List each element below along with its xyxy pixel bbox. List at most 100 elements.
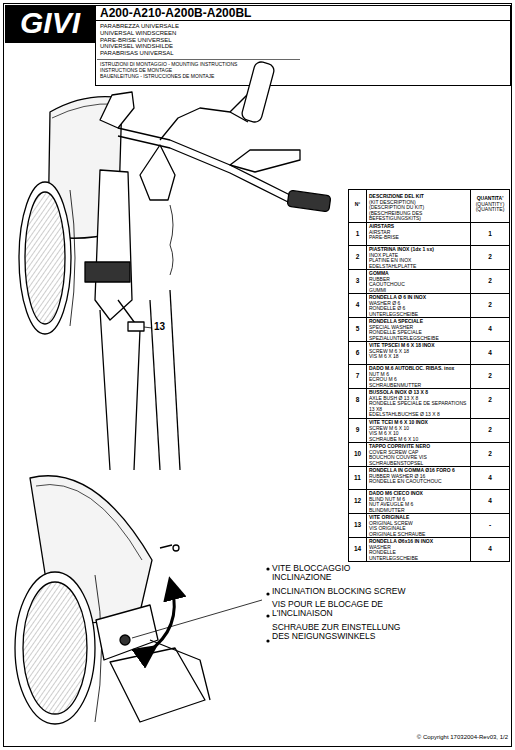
table-cell-text: - bbox=[473, 521, 507, 528]
table-cell: 6 bbox=[348, 341, 367, 365]
page-frame-stroke bbox=[97, 59, 300, 60]
subtitle: PARE-BRISE UNIVERSEL bbox=[100, 37, 340, 44]
handlebar-drawing-stroke bbox=[140, 145, 175, 200]
table-cell: 4 bbox=[348, 293, 367, 318]
copyright: © Copyright 17032004-Rev03, 1/2 bbox=[300, 734, 508, 741]
table-cell-text: (BESCHREIBUNG DES BEFESTIGUNGSKITS) bbox=[369, 211, 468, 222]
title: A200-A210-A200B-A200BL bbox=[100, 7, 500, 20]
table-cell: RONDELLA Ø6x16 IN INOXWASHERRONDELLEUNTE… bbox=[366, 537, 471, 562]
table-cell-text: 7 bbox=[351, 372, 364, 379]
table-cell-text: 9 bbox=[351, 426, 364, 433]
table-header: DESCRIZIONE DEL KIT(KIT DESCRIPTION)(DES… bbox=[366, 189, 471, 223]
note-text: VIS POUR LE BLOCAGE DE L'INCLINAISON bbox=[272, 600, 407, 619]
table-cell: 8 bbox=[348, 388, 367, 419]
windscreen-detail-stroke bbox=[110, 648, 205, 722]
table-cell: 4 bbox=[470, 341, 510, 365]
table-cell-text: 2 bbox=[473, 301, 507, 308]
handlebar-drawing-stroke bbox=[230, 150, 300, 172]
table-cell: 2 bbox=[470, 364, 510, 389]
handlebar-drawing-stroke bbox=[241, 60, 276, 123]
table-cell-text: 4 bbox=[473, 497, 507, 504]
table-cell: 2 bbox=[470, 245, 510, 270]
note-text: INCLINATION BLOCKING SCREW bbox=[272, 587, 407, 596]
table-cell: 1 bbox=[470, 222, 510, 246]
handlebar-drawing-stroke bbox=[25, 192, 65, 324]
note-text: SCHRAUBE ZUR EINSTELLUNG DES NEIGUNGSWIN… bbox=[272, 623, 407, 642]
table-cell-text: 1 bbox=[351, 230, 364, 237]
windscreen-detail-stroke bbox=[15, 572, 95, 724]
givi-logo bbox=[5, 5, 95, 43]
table-cell-text: 13 bbox=[351, 521, 364, 528]
table-cell: 10 bbox=[348, 442, 367, 467]
note-text: VITE BLOCCAGGIO INCLINAZIONE bbox=[272, 564, 407, 583]
table-cell: RONDELLA Ø 6 IN INOXWASHER Ø 6RONDELLE Ø… bbox=[366, 293, 471, 318]
table-cell: DADO M.6 AUTOBLOC. RIBAS. inoxNUT M 6ECR… bbox=[366, 364, 471, 389]
windscreen-detail-stroke bbox=[36, 485, 142, 560]
givi-logo-stroke bbox=[5, 5, 95, 43]
table-cell: 2 bbox=[470, 269, 510, 294]
windscreen-detail-stroke bbox=[173, 545, 179, 551]
table-cell: 4 bbox=[470, 537, 510, 562]
handlebar-drawing-stroke bbox=[70, 190, 75, 326]
page-frame-stroke bbox=[4, 4, 512, 747]
table-cell: 11 bbox=[348, 466, 367, 490]
table-cell: 4 bbox=[470, 489, 510, 514]
table-cell: 3 bbox=[348, 269, 367, 294]
table-cell-text: 2 bbox=[473, 253, 507, 260]
table-cell: 7 bbox=[348, 364, 367, 389]
note-bullets bbox=[266, 567, 269, 642]
table-cell: 14 bbox=[348, 537, 367, 562]
windscreen-detail-stroke bbox=[150, 640, 210, 700]
table-cell-text: 10 bbox=[351, 450, 364, 457]
instruction-heading: BAUENLEITUNG - ISTRUCCIONES DE MONTAJE bbox=[100, 74, 340, 80]
table-cell-text: 2 bbox=[473, 372, 507, 379]
table-cell-text: 2 bbox=[473, 396, 507, 403]
subtitle: PARABREZZA UNIVERSALE bbox=[100, 23, 340, 30]
table-cell-text: 14 bbox=[351, 545, 364, 552]
table-cell: 2 bbox=[470, 418, 510, 443]
table-cell: - bbox=[470, 513, 510, 538]
handlebar-drawing-stroke bbox=[100, 92, 134, 128]
table-cell-text: 2 bbox=[351, 253, 364, 260]
table-cell: 4 bbox=[470, 466, 510, 490]
handlebar-drawing-stroke bbox=[170, 205, 173, 275]
instruction-heading: ISTRUZIONI DI MONTAGGIO - MOUNTING INSTR… bbox=[100, 62, 340, 68]
table-cell-text: 2 bbox=[473, 450, 507, 457]
table-cell: 4 bbox=[470, 317, 510, 342]
table-header: QUANTITA'(QUANTITY)(QUANTITE) bbox=[470, 189, 510, 223]
subtitle: UNIVERSAL WINDSCREEN bbox=[100, 30, 340, 37]
handlebar-drawing-stroke bbox=[95, 170, 132, 320]
table-cell-text: N° bbox=[351, 202, 364, 208]
table-cell: 1 bbox=[348, 222, 367, 246]
leader-line-stroke bbox=[132, 600, 262, 638]
table-cell-text: 5 bbox=[351, 325, 364, 332]
handlebar-drawing-stroke bbox=[85, 262, 130, 282]
table-header: N° bbox=[348, 189, 367, 223]
table-cell-text: UNTERLEGSCHEIBE bbox=[369, 556, 468, 562]
table-cell-text: 6 bbox=[351, 349, 364, 356]
page-frame-stroke bbox=[95, 20, 511, 21]
note-bullets-stroke bbox=[266, 614, 269, 617]
table-cell-text: RONDELLE EN CAOUTCHOUC bbox=[369, 479, 468, 485]
table-cell-text: 8 bbox=[351, 396, 364, 403]
windscreen-detail-stroke bbox=[148, 588, 174, 652]
table-cell-text: 11 bbox=[351, 474, 364, 481]
table-cell-text: VIS M 6 X 18 bbox=[369, 354, 468, 360]
handlebar-drawing bbox=[19, 60, 331, 470]
table-cell: 2 bbox=[470, 442, 510, 467]
table-cell-text: (QUANTITE) bbox=[473, 207, 507, 213]
table-cell-text: 1 bbox=[473, 230, 507, 237]
table-cell: 5 bbox=[348, 317, 367, 342]
instruction-heading: INSTRUCTIONS DE MONTAGE bbox=[100, 68, 340, 74]
table-cell: DADO M6 CIECO INOXBLIND NUT M 6NUT AVEUG… bbox=[366, 489, 471, 514]
leader-line bbox=[132, 600, 262, 638]
table-cell: PIASTRINA INOX (1dx 1 sx)INOX PLATEPLATI… bbox=[366, 245, 471, 270]
table-cell-text: 12 bbox=[351, 497, 364, 504]
table-cell: 12 bbox=[348, 489, 367, 514]
table-cell: AIRSTARSAIRSTARPARE-BRISE bbox=[366, 222, 471, 246]
table-cell-text: 4 bbox=[473, 349, 507, 356]
table-cell: RONDELLA SPECIALESPECIAL WASHERRONDELLE … bbox=[366, 317, 471, 342]
table-cell: 13 bbox=[348, 513, 367, 538]
subtitle: UNIVERSEL WINDSHILDE bbox=[100, 43, 340, 50]
table-cell: 2 bbox=[348, 245, 367, 270]
